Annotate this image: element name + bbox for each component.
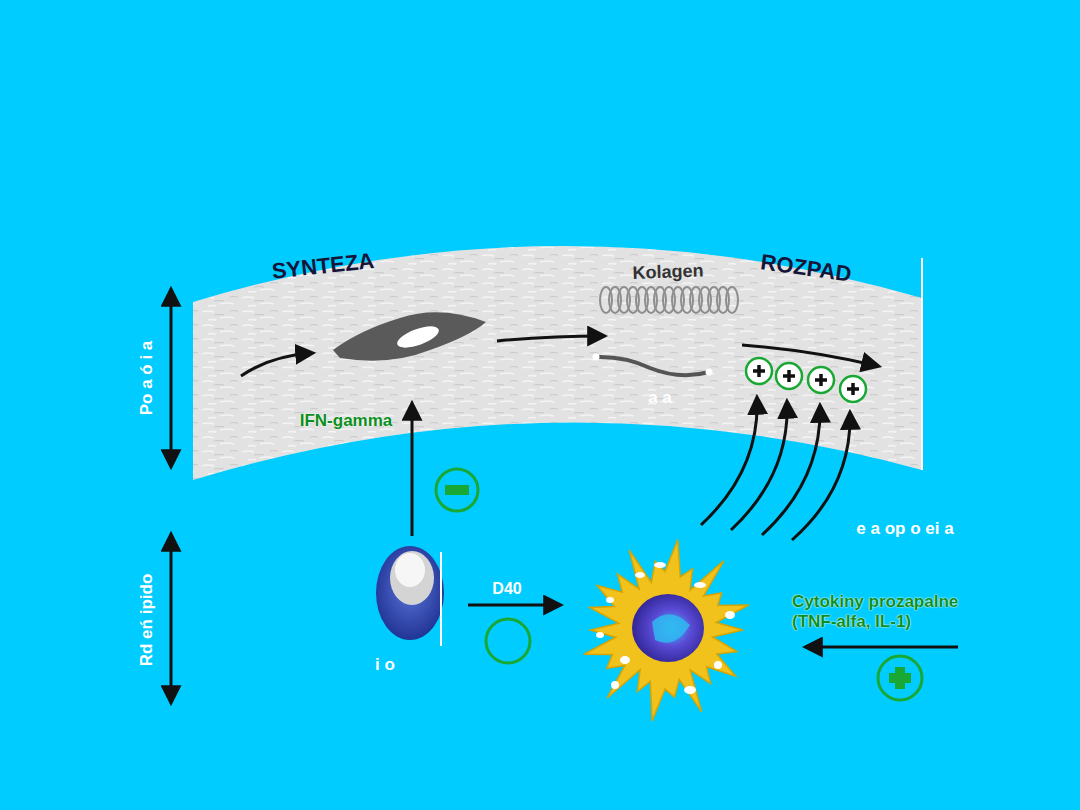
coil-winding [726,287,738,313]
process-heading: SYNTEZA [271,248,376,284]
fragment-end [706,369,713,376]
lymphocyte-highlight [395,553,425,587]
macrophage-nucleus [632,594,704,662]
annotation: e a op o ei a [856,519,953,539]
nucleus-highlight [652,614,690,643]
annotation: a a [648,388,672,408]
vacuole [596,632,604,638]
cap-thickness-arrow [170,290,173,466]
vacuole [725,611,735,619]
vacuole [694,582,706,588]
axis-label: Po a ó i a [137,341,157,416]
macrophage-body [584,540,748,721]
collagen-fragment [596,357,709,375]
inhibition-sign [436,469,478,511]
plus-mark [847,383,859,395]
annotation: IFN-gamma [300,411,393,431]
ifn-arrow [411,404,414,536]
axis-label: Rd eń ipido [137,574,157,667]
cytokine-arrow [806,646,958,649]
vacuole [635,572,645,578]
plus-circle [840,376,866,402]
plus-mark [783,370,795,382]
cd40-arrow [468,604,560,607]
lymphocyte-nucleus [390,551,434,605]
plus-circle [808,367,834,393]
annotation: i o [375,655,395,675]
mmp-arrow [701,398,757,525]
collagen-coil [600,287,738,313]
cell-nucleus [395,322,442,352]
macrophage [584,540,748,721]
fragment-end [593,354,600,361]
vacuole [684,686,696,694]
plus-mark [753,365,765,377]
fibrous-cap [193,246,922,480]
vacuole [606,597,614,603]
vacuole [654,562,666,568]
annotation: Kolagen [632,260,704,283]
vacuole [620,656,630,664]
mmp-arrow [792,413,850,540]
stimulation-sign [878,656,922,700]
annotation: Cytokiny prozapalne (TNF-alfa, IL-1) [792,592,992,631]
vacuole [714,661,722,669]
plus-circle [776,363,802,389]
mmp-arrow [762,406,820,535]
stimulation-signs [746,358,866,402]
smooth-muscle-cell [333,312,486,360]
plus-circle [746,358,772,384]
core-thickness-arrow [170,535,173,702]
divider-line [440,552,442,646]
empty-sign [486,619,530,663]
vacuole [611,681,619,689]
synthesis-arrow [497,336,604,341]
cap-edge [921,258,923,470]
minus-bar [445,485,469,495]
mmp-arrow [731,402,787,530]
plus-mark [815,374,827,386]
lymphocyte [376,546,444,640]
process-heading: ROZPAD [759,249,853,287]
annotation: D40 [492,580,521,598]
synthesis-arrow [241,353,312,376]
plus-bar [895,667,905,689]
